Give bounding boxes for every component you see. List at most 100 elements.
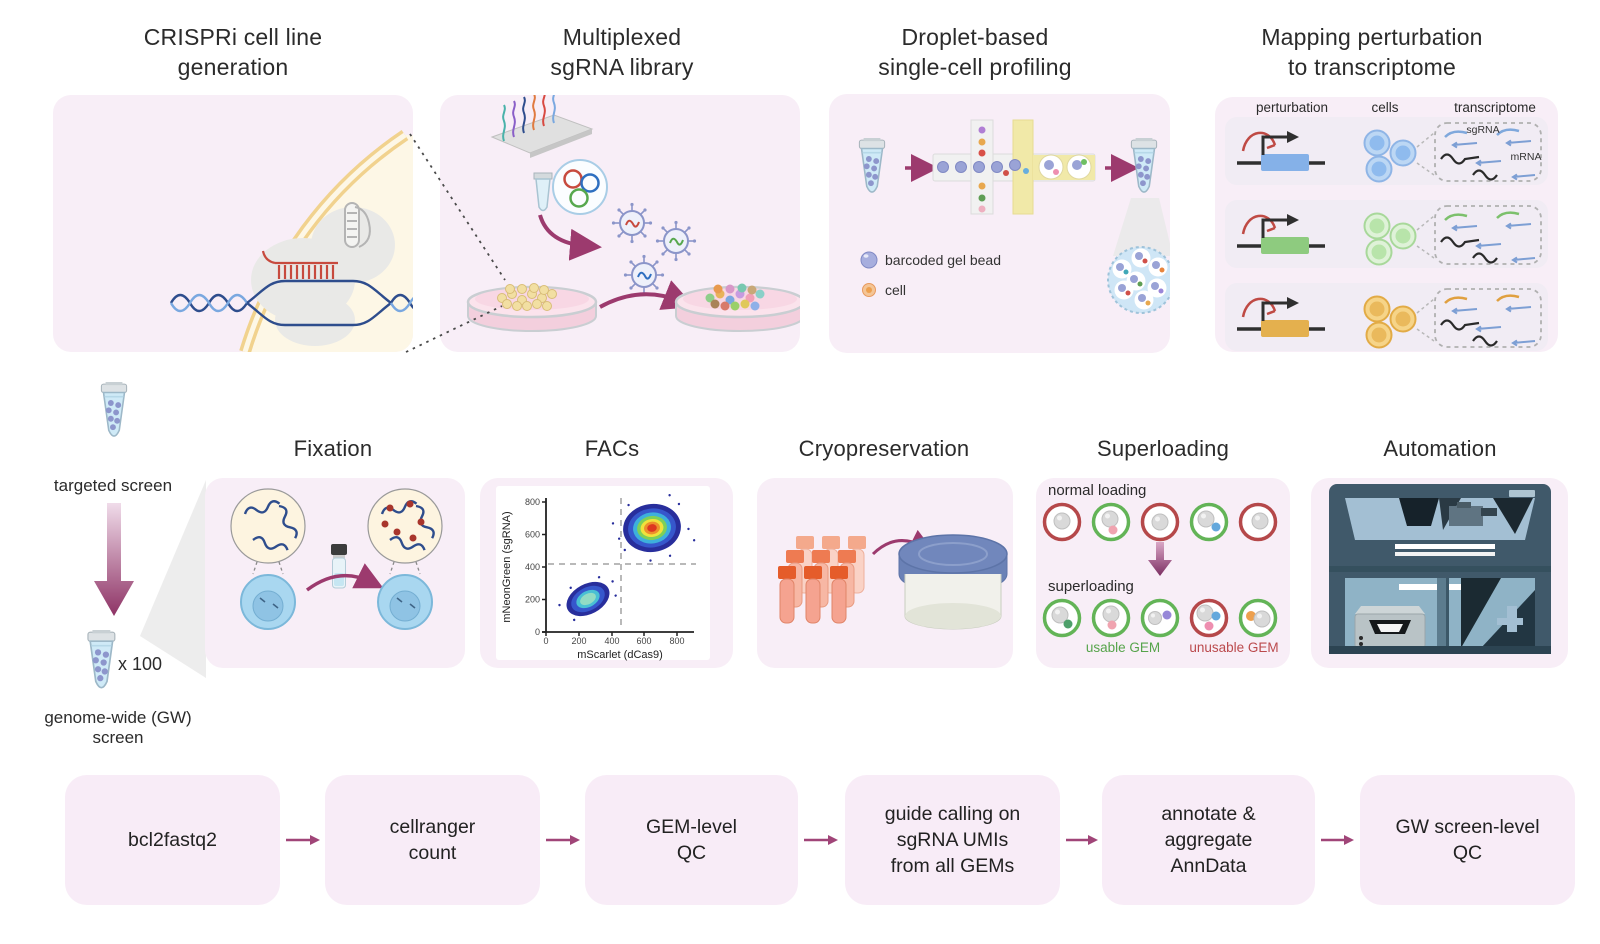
panel-title-library: Multiplexed sgRNA library (550, 24, 694, 80)
cell-suspension-tube-icon (858, 137, 886, 193)
droplet-illustration: barcoded gel bead cell (858, 119, 1170, 314)
double-positive-cluster (611, 494, 696, 562)
panel-mapping: perturbation cells transcriptome (1215, 97, 1558, 352)
scale-up-arrow (94, 503, 134, 616)
svg-text:600: 600 (636, 636, 651, 646)
perturbation-row-orange (1225, 283, 1548, 351)
svg-text:0: 0 (543, 636, 548, 646)
svg-text:600: 600 (525, 530, 540, 540)
lentivirus-icons (610, 201, 698, 297)
fixation-arrow (305, 563, 384, 592)
perturbation-row-orange-art (1237, 288, 1542, 349)
sgRNA-annotation: sgRNA (1466, 124, 1499, 136)
petri-dish-parental (466, 283, 598, 332)
mRNA-annotation: mRNA (1511, 151, 1542, 163)
panel-cryopreservation (757, 478, 1013, 668)
fixation-illustration (230, 488, 443, 630)
pipeline-step-gw-screen-qc: GW screen-level QC (1360, 775, 1575, 905)
svg-text:0: 0 (535, 627, 540, 637)
sgrna-scaffold (344, 202, 371, 248)
panel-title-droplet: Droplet-based single-cell profiling (878, 24, 1072, 80)
infection-arrow (599, 280, 695, 310)
pipeline-arrow-5 (1321, 835, 1354, 845)
gw-screen-tube-icon (87, 630, 116, 689)
svg-text:400: 400 (604, 636, 619, 646)
panel-sgrna-library (440, 95, 800, 352)
zoom-cone (1113, 198, 1170, 256)
pipeline-step-gem-qc: GEM-level QC (585, 775, 798, 905)
svg-text:800: 800 (525, 497, 540, 507)
pipette-station (1354, 606, 1426, 649)
cell-after-fixation (367, 488, 443, 630)
title-fixation: Fixation (293, 436, 373, 461)
panel-automation (1311, 478, 1568, 668)
title-facs: FACs (584, 436, 640, 461)
targeted-screen-label: targeted screen (53, 476, 173, 495)
crispri-cell-illustration (169, 130, 413, 352)
pipeline-arrow-4 (1066, 835, 1098, 845)
pipeline-step-cellranger-count: cellranger count (325, 775, 540, 905)
pipeline-step-guide-calling: guide calling on sgRNA UMIs from all GEM… (845, 775, 1060, 905)
pipeline-arrow-2 (546, 835, 580, 845)
sgrna-dna-duplex (261, 250, 338, 279)
superloading-gems (1042, 502, 1278, 638)
cells-blue (1363, 129, 1417, 183)
y-axis-label: mNeonGreen (sgRNA) (501, 511, 513, 622)
facs-density-plot: 0 200 400 600 800 0 200 400 600 800 mSca… (496, 486, 710, 661)
panel-fixation (205, 478, 465, 668)
perturbation-row-green-art (1237, 205, 1542, 266)
y-tick-labels: 0 200 400 600 800 (525, 497, 540, 637)
fixative-vial-icon (331, 544, 347, 589)
gem-tube-icon (1130, 137, 1158, 193)
cell-before-fixation (230, 488, 306, 630)
gem-emulsion-ball (1107, 246, 1170, 314)
double-negative-cluster (558, 576, 617, 622)
liquid-handler-illustration (1329, 484, 1551, 654)
pipeline-step-annotate-aggregate: annotate & aggregate AnnData (1102, 775, 1315, 905)
panel-facs: 0 200 400 600 800 0 200 400 600 800 mSca… (480, 478, 733, 668)
perturbation-row-blue: sgRNA mRNA (1225, 117, 1548, 185)
svg-text:800: 800 (669, 636, 684, 646)
oligo-chip-icon (490, 95, 594, 158)
title-superloading: Superloading (1096, 436, 1230, 461)
title-automation: Automation (1383, 436, 1497, 461)
x-axis-label: mScarlet (dCas9) (577, 649, 663, 661)
instrument-logo (1509, 490, 1535, 497)
droplets-in-channel (1038, 154, 1092, 180)
column-header-transcriptome: transcriptome (1454, 100, 1536, 115)
cell-icon (862, 283, 876, 297)
panel-superloading: normal loading superloading usable GEM u… (1036, 478, 1290, 668)
usable-gem-label: usable GEM (1085, 640, 1161, 655)
gw-screen-label: genome-wide (GW) screen (44, 708, 192, 747)
column-header-perturbation: perturbation (1255, 100, 1329, 115)
svg-text:200: 200 (525, 595, 540, 605)
transduction-arrow (538, 214, 602, 261)
cryopreservation-illustration (778, 529, 1008, 630)
panel-crispri-cell-line (53, 95, 413, 352)
superload-arrow (1148, 542, 1172, 576)
perturbation-row-blue-art: sgRNA mRNA (1237, 122, 1542, 183)
freezing-container-icon (898, 534, 1008, 630)
multiplier-label: x 100 (118, 654, 163, 674)
pipeline-step-bcl2fastq2: bcl2fastq2 (65, 775, 280, 905)
targeted-screen-tube-icon (100, 382, 128, 437)
plasmid-tube-icon (533, 159, 608, 215)
cells-green (1363, 212, 1417, 266)
microfluidic-chip (932, 119, 1096, 215)
pipeline-arrow-3 (804, 835, 838, 845)
superloading-label: superloading (1048, 578, 1134, 595)
petri-dish-library (674, 283, 800, 332)
sgrna-library-illustration (466, 95, 800, 332)
gel-bead-icon (860, 251, 878, 269)
title-cryopreservation: Cryopreservation (798, 436, 970, 461)
svg-text:400: 400 (525, 562, 540, 572)
unusable-gem-label: unusable GEM (1189, 640, 1279, 655)
svg-text:200: 200 (571, 636, 586, 646)
cells-orange (1363, 295, 1417, 349)
legend-gel-bead-label: barcoded gel bead (885, 252, 1001, 268)
superloading-row (1042, 598, 1278, 638)
panel-title-mapping: Mapping perturbation to transcriptome (1261, 24, 1483, 80)
panel-droplet-profiling: barcoded gel bead cell (829, 94, 1170, 353)
